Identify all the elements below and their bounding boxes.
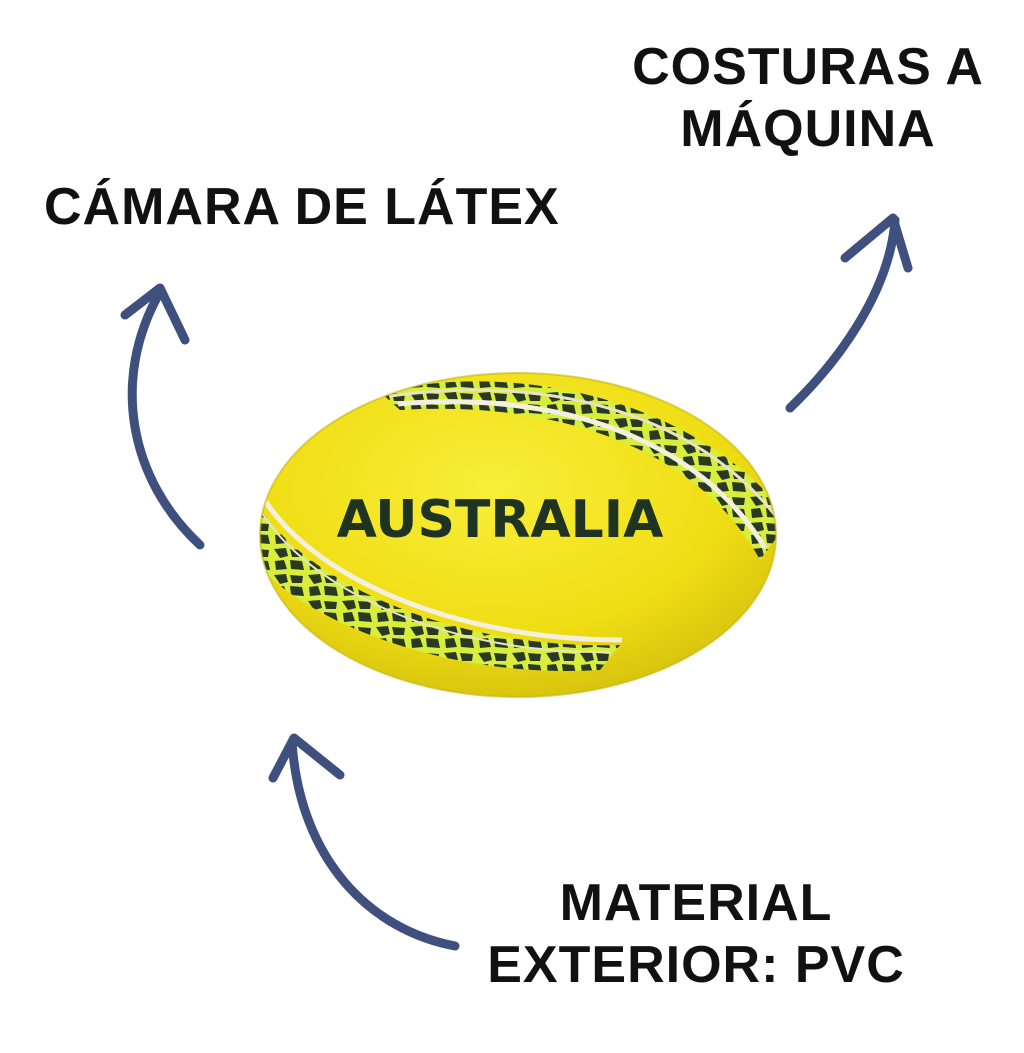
label-latex-chamber: CÁMARA DE LÁTEX	[44, 176, 560, 238]
label-latex-text: CÁMARA DE LÁTEX	[44, 178, 560, 236]
label-seams-line-2: MÁQUINA	[680, 100, 936, 158]
label-exterior-material: MATERIAL EXTERIOR: PVC	[466, 872, 926, 996]
ball-brand-text: AUSTRALIA	[337, 490, 664, 550]
label-material-line-2: EXTERIOR: PVC	[487, 936, 905, 994]
arrow-latex	[120, 283, 205, 550]
arrow-seams	[785, 213, 913, 413]
rugby-ball: AUSTRALIA	[259, 372, 777, 698]
label-machine-seams: COSTURAS A MÁQUINA	[628, 36, 988, 160]
label-seams-line-1: COSTURAS A	[632, 38, 984, 96]
label-material-line-1: MATERIAL	[559, 874, 833, 932]
arrow-material	[268, 733, 460, 951]
ball-pattern-band-bottom	[260, 500, 620, 671]
